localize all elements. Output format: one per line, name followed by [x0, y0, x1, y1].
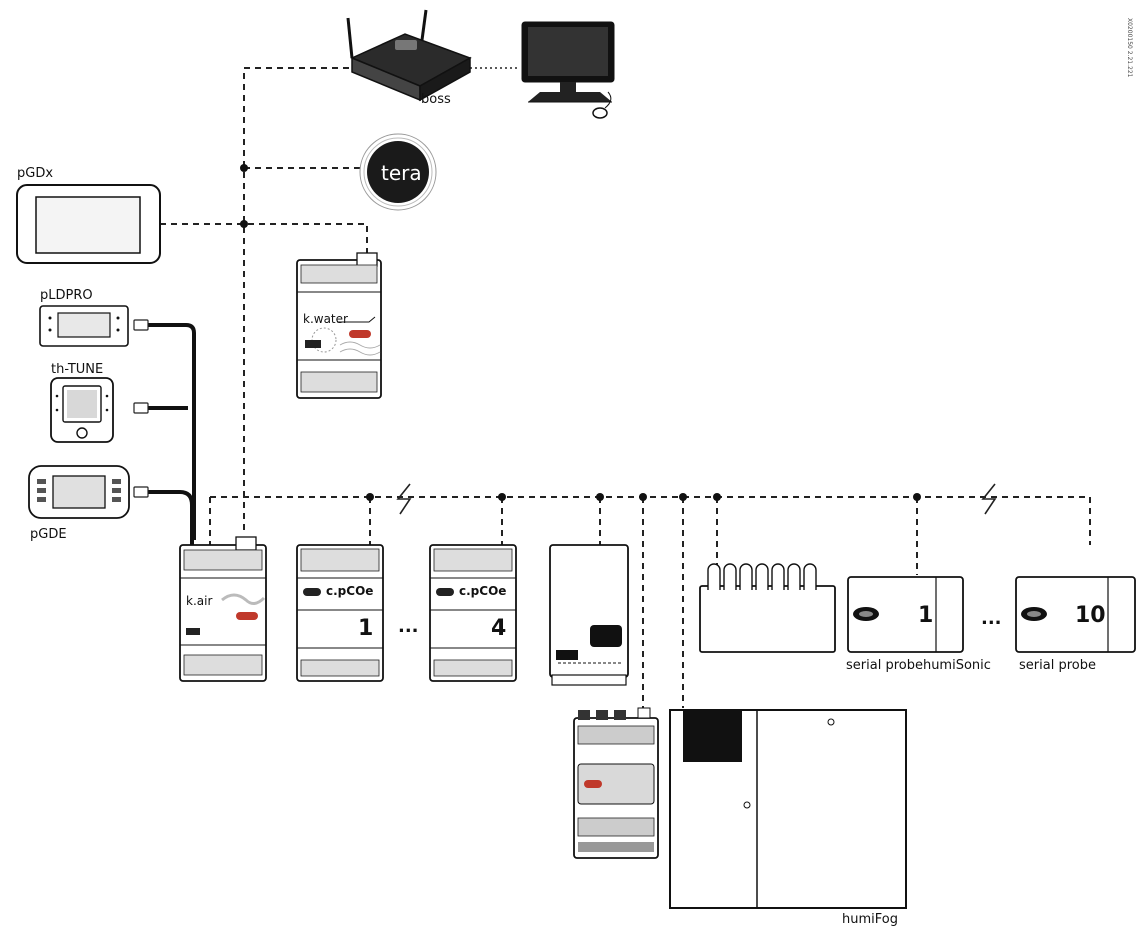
junction-dot: [679, 493, 687, 501]
lightning-symbols: [396, 483, 997, 515]
pgdx-touch-panel-icon: [16, 184, 161, 264]
serial-probe-1-label: serial probe: [846, 658, 923, 673]
pldpro-terminal-icon: [39, 305, 129, 347]
valve-driver-icon: [549, 544, 629, 686]
cpcoe-ellipsis: ...: [398, 616, 419, 637]
cpcoe-module-1-icon: [296, 544, 384, 682]
junction-dot: [498, 493, 506, 501]
junction-dot: [913, 493, 921, 501]
serial-bus: [210, 496, 1091, 545]
pldpro-cable: [148, 323, 196, 540]
terminal-cables: [148, 323, 196, 545]
junction-dots: [240, 164, 921, 501]
serial-probe-humisonic-label: serial probehumiSonic: [846, 658, 991, 673]
humisonic-unit-icon: [699, 563, 836, 653]
lightning-icon: [981, 483, 997, 515]
serial-probe-10-icon: [1015, 576, 1136, 653]
humifog-label: humiFog: [842, 912, 898, 927]
thtune-terminal-icon: [50, 377, 114, 443]
pgde-cable: [148, 490, 194, 545]
cpcoe-module-4-icon: [429, 544, 517, 682]
pgdx-branch: [160, 223, 368, 255]
cpcoe-1-logo-text: c.pCOe: [326, 584, 374, 598]
humifog-cabinet-icon: [669, 709, 907, 909]
serial-probe-10-label: serial probe: [1019, 658, 1096, 673]
probe-10-index: 10: [1075, 603, 1106, 628]
document-code: X0200150 2.21.221: [1126, 18, 1133, 78]
junction-dot: [240, 220, 248, 228]
humisonic-label: humiSonic: [922, 658, 991, 673]
rj-connectors: [133, 319, 149, 498]
junction-dot: [596, 493, 604, 501]
thtune-label: th-TUNE: [51, 362, 104, 377]
kwater-controller-icon: [296, 252, 382, 399]
pgdx-label: pGDx: [17, 166, 54, 181]
junction-dot: [639, 493, 647, 501]
connection-lines: [160, 67, 1091, 710]
boss-router-icon: [346, 9, 472, 102]
trunk-line: [243, 67, 355, 530]
probe-1-index: 1: [918, 603, 934, 628]
tera-logo-text: tera: [381, 161, 422, 185]
junction-dot: [240, 164, 248, 172]
pgde-terminal-icon: [28, 465, 130, 519]
kwater-logo-text: k.water: [303, 312, 348, 326]
boss-label: boss: [421, 92, 451, 107]
junction-dot: [366, 493, 374, 501]
pldpro-label: pLDPRO: [40, 288, 93, 303]
cpcoe-4-logo-text: c.pCOe: [459, 584, 507, 598]
lightning-icon: [396, 483, 412, 515]
serial-probe-1-icon: [847, 576, 964, 653]
kair-logo-text: k.air: [186, 594, 213, 608]
computer-icon: [521, 21, 615, 119]
pgde-label: pGDE: [30, 527, 67, 542]
junction-dot: [713, 493, 721, 501]
micro-controller-icon: [573, 707, 659, 859]
tera-cloud-icon: [359, 133, 437, 211]
probe-ellipsis: ...: [981, 608, 1002, 629]
kair-controller-icon: [179, 536, 267, 682]
cpcoe-1-index: 1: [358, 616, 374, 641]
cpcoe-4-index: 4: [491, 616, 507, 641]
